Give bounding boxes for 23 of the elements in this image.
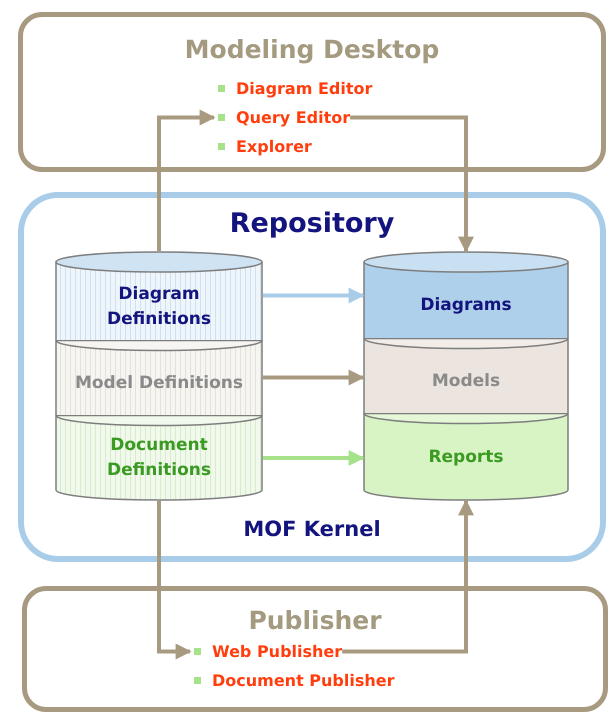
- panel-footer: MOF Kernel: [24, 517, 600, 541]
- list-item: Diagram Editor: [214, 77, 372, 100]
- arrow: [342, 499, 474, 654]
- arrow: [157, 110, 216, 251]
- database-segment: Document Definitions: [55, 415, 263, 501]
- database-segment: Reports: [363, 413, 569, 501]
- list-item: Explorer: [214, 135, 312, 158]
- list-item: Web Publisher: [190, 640, 342, 663]
- database-segment: Model Definitions: [55, 340, 263, 415]
- arrow: [263, 288, 365, 304]
- rounded-panel: [22, 586, 608, 712]
- arrow: [157, 501, 192, 660]
- rounded-panel: [18, 192, 606, 562]
- arrow: [263, 450, 365, 466]
- rounded-panel: [18, 12, 606, 172]
- list-item: Query Editor: [214, 106, 350, 129]
- arrow: [350, 116, 474, 253]
- panel-title: Modeling Desktop: [184, 35, 440, 64]
- list-item: Document Publisher: [190, 669, 394, 692]
- arrow: [263, 370, 365, 386]
- database-segment: Models: [363, 338, 569, 413]
- panel-title: Repository: [228, 208, 396, 239]
- panel-title: Publisher: [247, 606, 383, 635]
